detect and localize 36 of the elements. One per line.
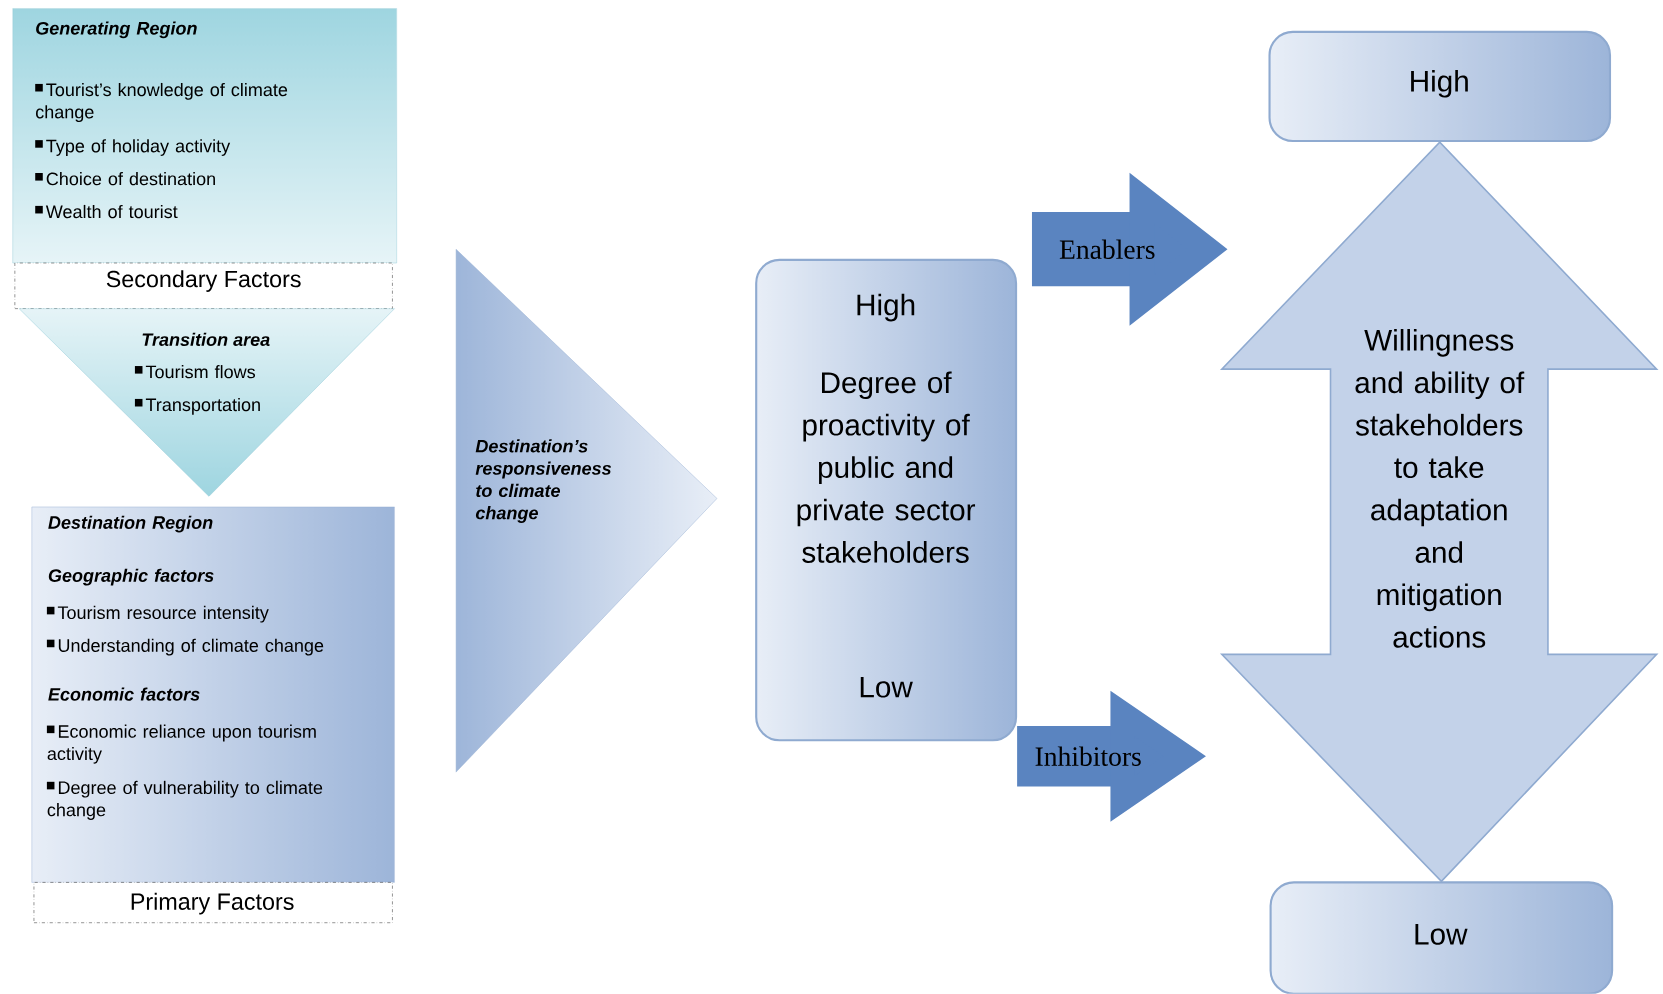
block-arrow: [1219, 141, 1659, 883]
bullet-item: Degree of vulnerability to climate change: [46, 780, 323, 820]
level-box: [1268, 30, 1612, 143]
heading: Transition area: [142, 332, 270, 347]
funnel-triangle: [18, 308, 395, 497]
bullet-item: Understanding of climate change: [46, 638, 324, 656]
proactivity-box: [755, 258, 1018, 742]
bullet-item: Tourism flows: [134, 365, 255, 379]
bullet-item: Transportation: [134, 398, 260, 415]
body-text: Degree of proactivity of public and private sector stakeholders: [797, 371, 976, 563]
heading: Geographic factors: [48, 568, 214, 586]
region-box: [12, 8, 397, 264]
bullet-item: Economic reliance upon tourism activity: [46, 724, 316, 764]
heading: Generating Region: [36, 21, 197, 39]
bullet-item: Tourism resource intensity: [46, 605, 269, 623]
bullet-item: Tourist’s knowledge of climate change: [35, 83, 288, 123]
arrow-label: Inhibitors: [1035, 746, 1141, 766]
responsiveness-triangle: [455, 249, 718, 773]
region-box: [31, 506, 395, 883]
label-text: Secondary Factors: [106, 270, 301, 293]
heading: Destination’s responsiveness to climate change: [475, 439, 612, 524]
arrow-label: Willingness and ability of stakeholders to take adaptation and mitigation actions: [1355, 329, 1525, 648]
label-text: Primary Factors: [131, 892, 294, 915]
heading: Economic factors: [48, 687, 200, 701]
factor-box: [14, 262, 393, 309]
body-text: Low: [860, 677, 913, 698]
arrow-label: Enablers: [1059, 239, 1155, 260]
bullet-item: Type of holiday activity: [35, 139, 231, 157]
bullet-item: Wealth of tourist: [35, 205, 178, 219]
heading: Destination Region: [48, 515, 213, 533]
body-text: High: [1411, 70, 1468, 98]
bullet-item: Choice of destination: [35, 172, 215, 186]
level-box: [1269, 881, 1614, 994]
body-text: Low: [1415, 924, 1468, 945]
body-text: High: [857, 293, 915, 322]
factor-box: [33, 882, 393, 924]
